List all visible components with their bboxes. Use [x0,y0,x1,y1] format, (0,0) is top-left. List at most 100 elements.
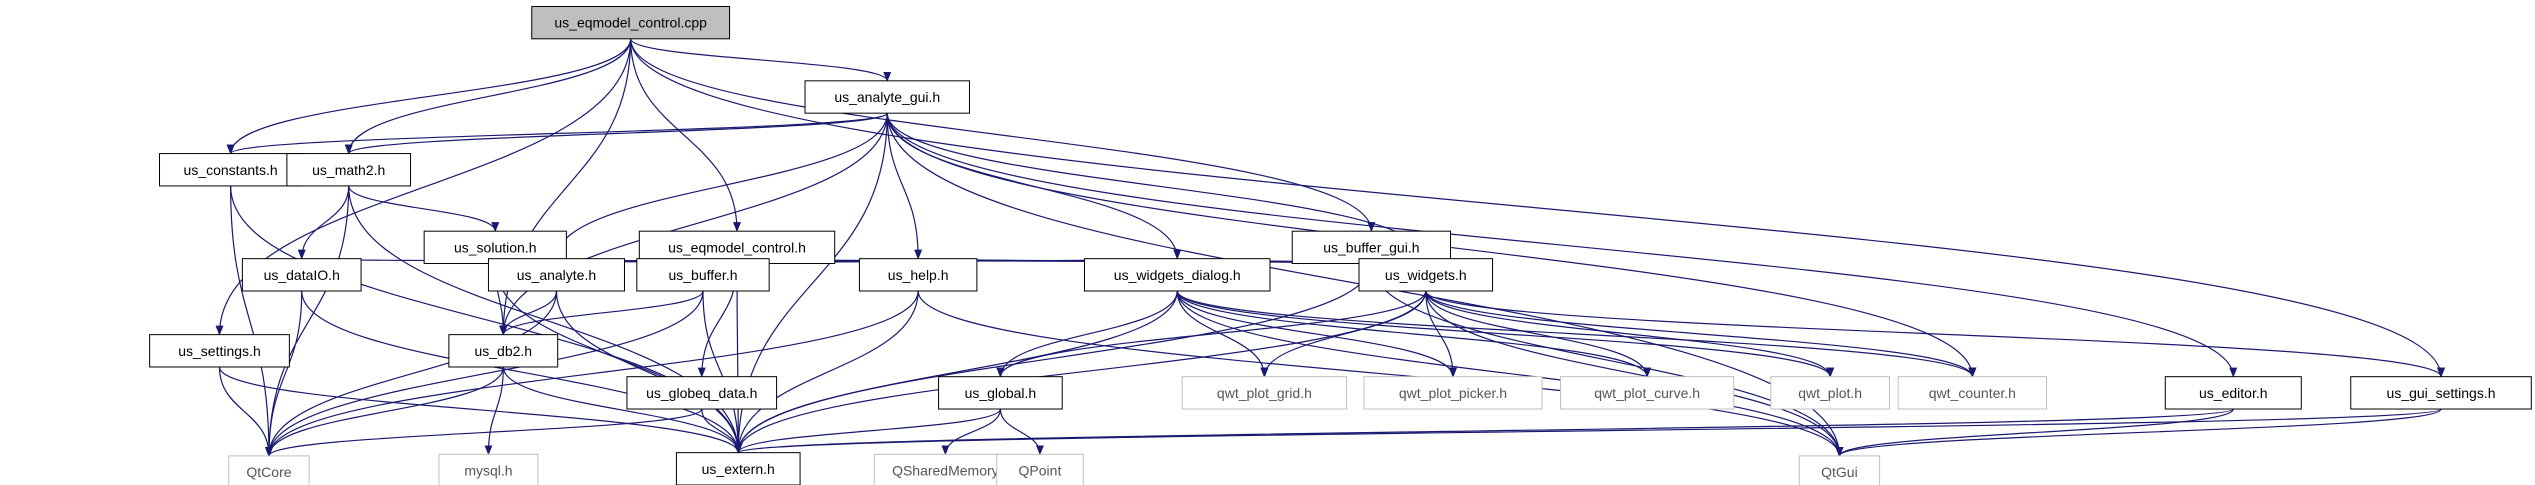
node-solution[interactable]: us_solution.h [423,230,567,265]
edge-root-to-gui_settings [630,38,2445,378]
edge-db2-to-mysql [484,366,504,456]
node-constants[interactable]: us_constants.h [159,153,303,187]
node-qpoint: QPoint [996,453,1084,485]
node-box-qwt_curve [1560,376,1735,410]
node-globeq[interactable]: us_globeq_data.h [626,376,778,410]
edge-math2-to-solution [348,185,500,233]
node-eqmodel_control[interactable]: us_eqmodel_control.h [638,230,836,265]
node-widgets[interactable]: us_widgets.h [1358,258,1494,292]
node-analyte_gui[interactable]: us_analyte_gui.h [804,80,970,114]
edge-dataio-to-extern [301,290,743,454]
edge-analyte_gui-to-editor [886,113,2238,378]
node-box-qwt_picker [1363,376,1543,410]
node-qwt_grid: qwt_plot_grid.h [1181,376,1348,410]
edge-math2-to-dataio [297,185,350,260]
edge-root-to-analyte_gui [630,38,892,82]
node-qshared: QSharedMemory [873,453,1017,485]
node-settings[interactable]: us_settings.h [149,334,290,368]
node-box-settings [149,334,290,368]
edge-root-to-buffer_gui [630,38,1376,233]
node-label-gui_settings: us_gui_settings.h [2387,385,2496,401]
edge-buffer-to-extern [702,290,743,454]
node-qwt_picker: qwt_plot_picker.h [1363,376,1543,410]
node-label-mysql: mysql.h [464,462,512,478]
edge-widgets-to-gui_settings [1425,290,2445,378]
node-label-buffer_gui: us_buffer_gui.h [1323,239,1419,255]
node-box-globeq [626,376,778,410]
node-label-math2: us_math2.h [312,162,385,178]
node-math2[interactable]: us_math2.h [286,153,412,187]
edge-help-to-extern [734,290,919,454]
edge-buffer-to-db2 [499,290,704,336]
node-widgets_dialog[interactable]: us_widgets_dialog.h [1083,258,1271,292]
node-qwt_counter: qwt_counter.h [1897,376,2048,410]
node-label-widgets_dialog: us_widgets_dialog.h [1114,267,1241,283]
node-global[interactable]: us_global.h [938,376,1063,410]
edge-help-to-qtgui [917,290,1844,457]
node-label-qwt_grid: qwt_plot_grid.h [1217,385,1312,401]
node-label-solution: us_solution.h [454,239,537,255]
edge-settings-to-extern [218,366,743,454]
edge-analyte_gui-to-db2 [499,113,888,336]
edge-widgets_dialog-to-qwt_grid [1176,290,1269,378]
node-box-widgets [1358,258,1494,292]
edge-settings-to-qtcore [218,366,273,457]
node-gui_settings[interactable]: us_gui_settings.h [2350,376,2532,410]
node-analyte[interactable]: us_analyte.h [487,258,625,292]
edge-widgets_dialog-to-qwt_plot [1176,290,1835,378]
edge-widgets_dialog-to-qwt_curve [1176,290,1652,378]
node-label-analyte_gui: us_analyte_gui.h [834,89,940,105]
node-box-global [938,376,1063,410]
node-help[interactable]: us_help.h [858,258,978,292]
edge-analyte_gui-to-constants [226,112,888,155]
node-db2[interactable]: us_db2.h [448,334,559,368]
node-label-globeq: us_globeq_data.h [646,385,757,401]
edge-root-to-eqmodel_control [630,38,741,233]
edge-global-to-qshared [941,408,1001,456]
edge-widgets-to-qwt_plot [1425,290,1835,378]
node-box-gui_settings [2350,376,2532,410]
node-box-buffer [636,258,770,292]
edge-db2-to-qtcore [265,366,504,457]
edge-dataio-to-qtcore [264,290,303,457]
edge-analyte_gui-to-help [886,113,923,260]
edge-widgets_dialog-to-qwt_counter [1176,290,1977,378]
node-label-editor: us_editor.h [2199,385,2268,401]
node-box-dataio [241,258,362,292]
edge-gui_settings-to-qtgui [1835,408,2442,457]
node-box-qtgui [1798,455,1881,485]
node-editor[interactable]: us_editor.h [2164,376,2302,410]
node-label-help: us_help.h [888,267,949,283]
node-label-qwt_plot: qwt_plot.h [1798,385,1862,401]
edge-widgets_dialog-to-extern [734,290,1178,454]
edge-editor-to-extern [734,408,2234,454]
node-label-analyte: us_analyte.h [517,267,596,283]
edge-root-to-constants [226,38,632,155]
node-buffer[interactable]: us_buffer.h [636,258,770,292]
edge-widgets-to-qwt_counter [1425,290,1977,378]
nodes-layer: us_eqmodel_control.cpp us_analyte_gui.hus… [149,5,2532,485]
node-box-qwt_counter [1897,376,2048,410]
node-box-qpoint [996,453,1084,485]
edge-math2-to-qtcore [264,185,350,457]
node-box-analyte_gui [804,80,970,114]
node-extern[interactable]: us_extern.h [675,452,801,485]
node-buffer_gui[interactable]: us_buffer_gui.h [1291,230,1452,265]
node-box-qwt_grid [1181,376,1348,410]
node-box-qshared [873,453,1017,485]
edge-help-to-qtcore [265,290,919,457]
node-dataio[interactable]: us_dataIO.h [241,258,362,292]
node-label-qpoint: QPoint [1019,462,1062,478]
edge-globeq-to-qtcore [265,408,703,457]
node-box-buffer_gui [1291,230,1452,265]
node-label-global: us_global.h [965,385,1037,401]
node-label-constants: us_constants.h [184,162,278,178]
edge-analyte_gui-to-math2 [344,112,888,155]
node-label-qtgui: QtGui [1821,464,1858,480]
node-root[interactable]: us_eqmodel_control.cpp [531,5,731,40]
node-label-dataio: us_dataIO.h [264,267,340,283]
edge-widgets-to-extern [734,290,1427,454]
node-box-qwt_plot [1770,376,1891,410]
node-label-qshared: QSharedMemory [892,462,999,478]
